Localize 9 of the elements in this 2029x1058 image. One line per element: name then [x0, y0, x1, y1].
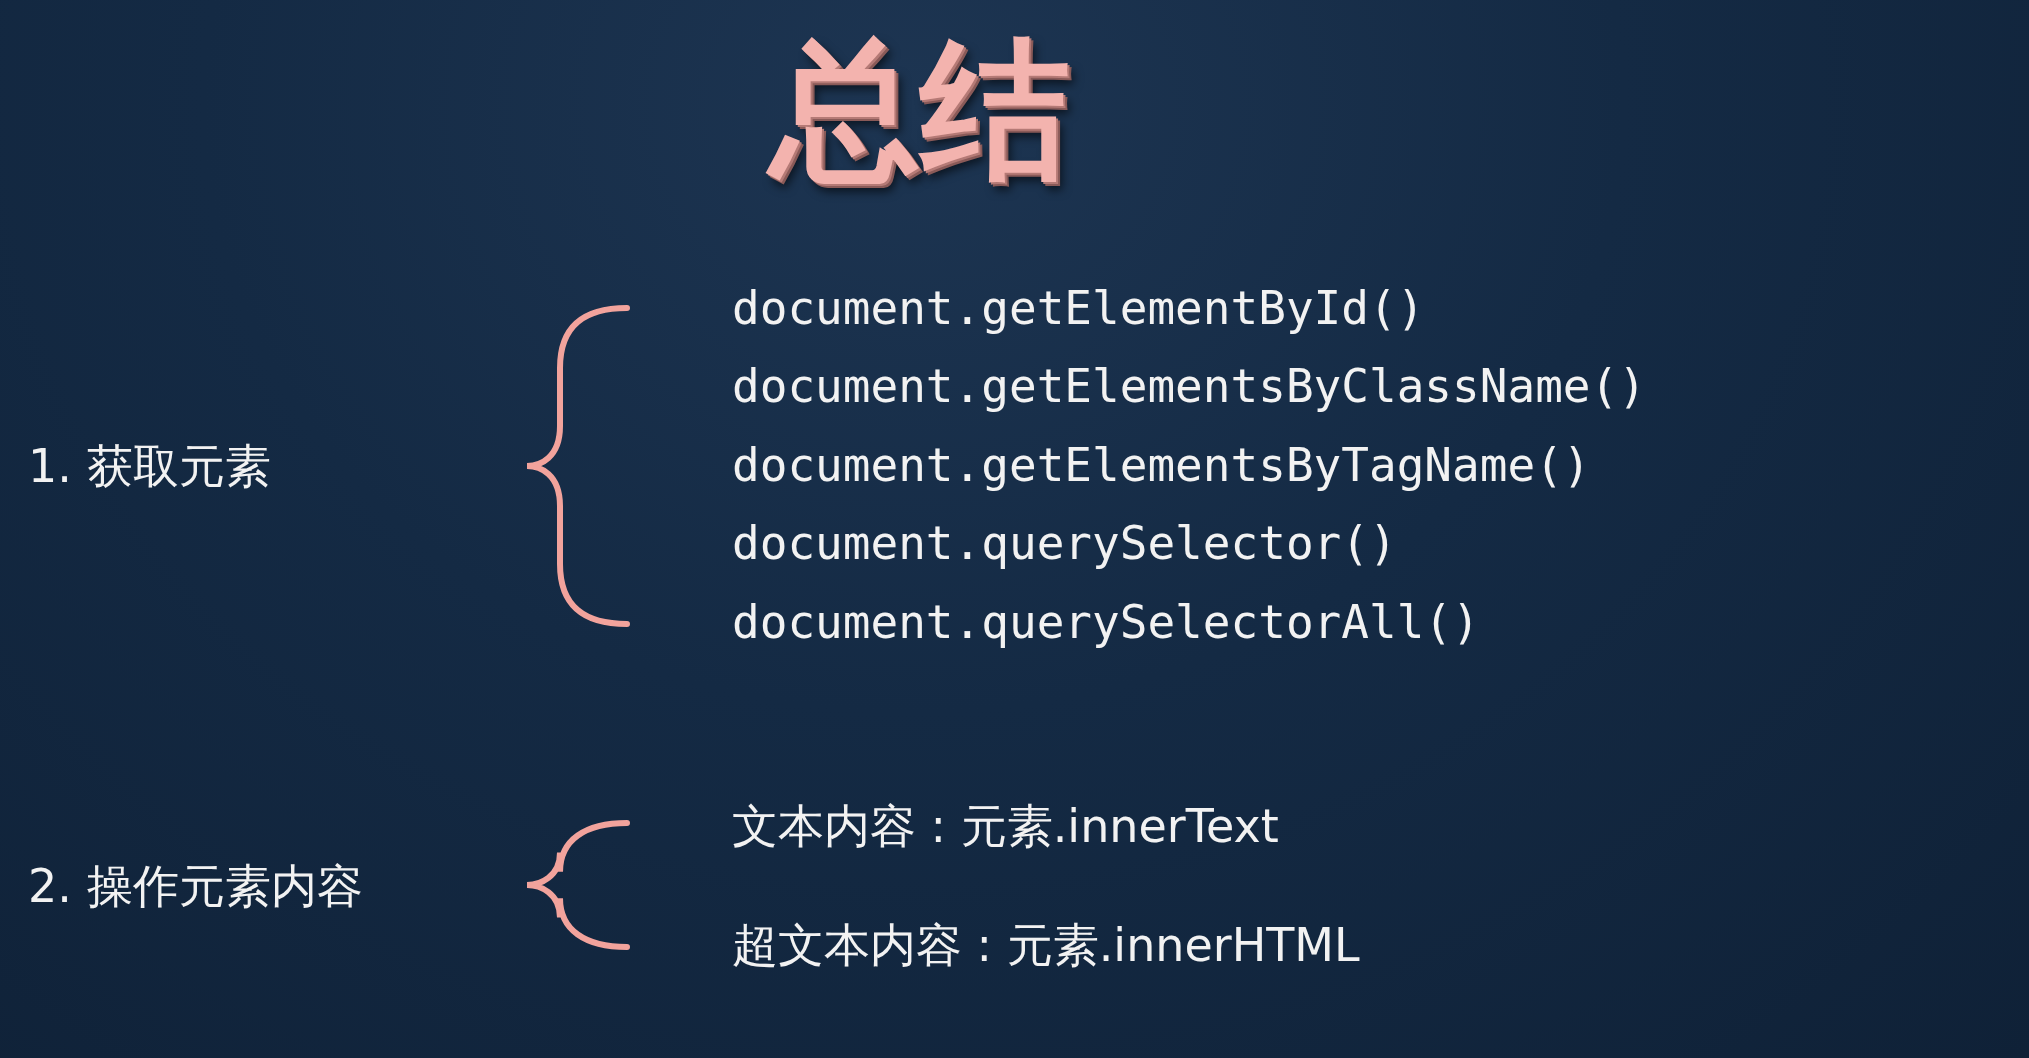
property-line: 文本内容 : 元素.innerText — [732, 798, 1279, 854]
code-line: document.querySelectorAll() — [732, 594, 1480, 650]
section-heading: 2. 操作元素内容 — [28, 858, 363, 914]
code-line: document.getElementById() — [732, 280, 1425, 336]
section-heading: 1. 获取元素 — [28, 438, 271, 494]
code-line: document.getElementsByTagName() — [732, 437, 1591, 493]
code-line: document.querySelector() — [732, 515, 1397, 571]
code-line: document.getElementsByClassName() — [732, 358, 1646, 414]
property-line: 超文本内容 : 元素.innerHTML — [732, 917, 1360, 973]
